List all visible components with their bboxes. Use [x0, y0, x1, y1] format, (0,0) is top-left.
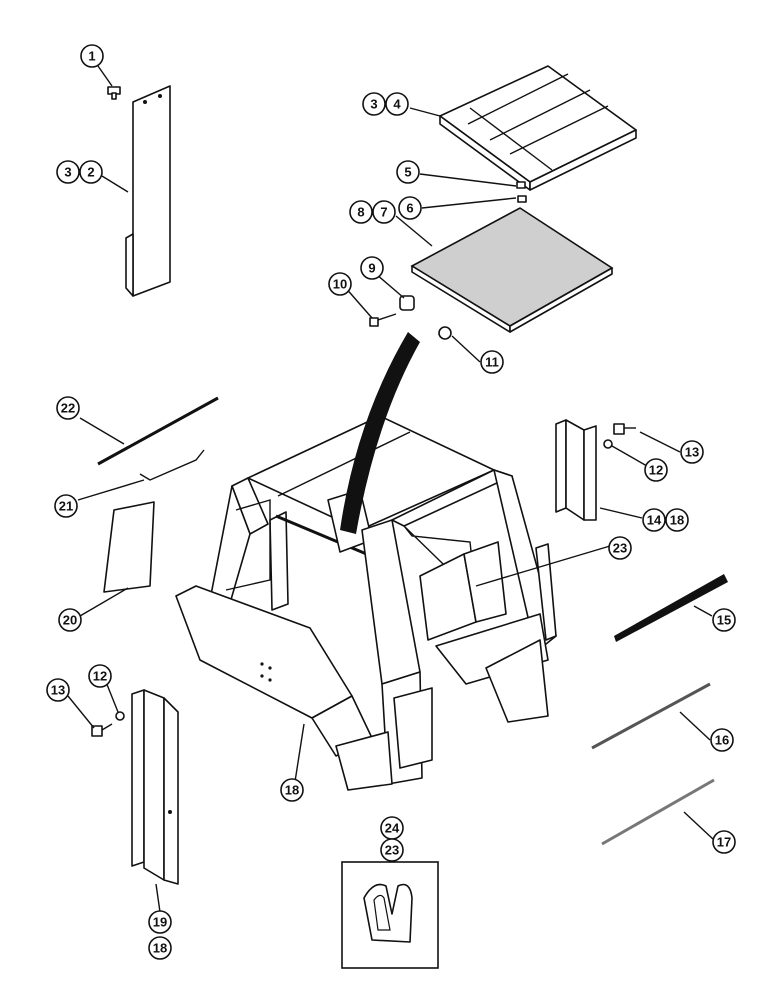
part-15-seal-strip: [614, 574, 728, 642]
part-13-bolt-left: [91, 723, 113, 737]
callout-15: 15: [712, 608, 736, 632]
part-2-side-panel: [125, 85, 171, 297]
leader-lines: [67, 65, 715, 913]
part-20-window-seal: [103, 501, 155, 593]
callout-14: 14: [642, 508, 666, 532]
part-10-bolt: [369, 313, 397, 327]
svg-text:20: 20: [63, 613, 77, 628]
callout-8: 8: [349, 200, 373, 224]
callout-17: 17: [712, 830, 736, 854]
svg-text:5: 5: [404, 165, 411, 180]
svg-text:21: 21: [59, 499, 73, 514]
svg-text:1: 1: [88, 49, 95, 64]
callout-18-right: 18: [665, 508, 689, 532]
svg-text:14: 14: [647, 513, 662, 528]
part-1-screw: [107, 86, 121, 100]
callout-3-roof: 3: [362, 92, 386, 116]
callout-13-right: 13: [680, 440, 704, 464]
svg-text:10: 10: [333, 277, 347, 292]
part-6-screw: [517, 195, 527, 203]
callout-18-left: 18: [148, 936, 172, 960]
svg-text:12: 12: [93, 669, 107, 684]
part-12-washer-left: [115, 711, 125, 721]
svg-text:2: 2: [87, 165, 94, 180]
callout-11: 11: [480, 350, 504, 374]
svg-text:19: 19: [153, 915, 167, 930]
part-18-cab-body: [175, 415, 557, 791]
callout-13-left: 13: [46, 678, 70, 702]
callout-22: 22: [56, 396, 80, 420]
part-22-rod: [97, 396, 219, 466]
svg-text:23: 23: [385, 843, 399, 858]
svg-text:18: 18: [153, 941, 167, 956]
callout-21: 21: [54, 494, 78, 518]
svg-text:12: 12: [649, 463, 663, 478]
svg-text:9: 9: [368, 261, 375, 276]
svg-text:11: 11: [485, 355, 499, 370]
svg-text:3: 3: [64, 165, 71, 180]
svg-text:16: 16: [715, 733, 729, 748]
part-11-nut: [438, 326, 452, 340]
svg-text:3: 3: [370, 97, 377, 112]
part-13-bolt-right: [613, 423, 636, 435]
part-16-rod: [591, 682, 711, 750]
callout-23-inset: 23: [380, 838, 404, 862]
roof-seal-strip: [340, 332, 420, 534]
svg-text:18: 18: [285, 783, 299, 798]
svg-text:17: 17: [717, 835, 731, 850]
callout-16: 16: [710, 728, 734, 752]
callout-20: 20: [58, 608, 82, 632]
svg-text:22: 22: [61, 401, 75, 416]
svg-text:13: 13: [51, 683, 65, 698]
callout-12-left: 12: [88, 664, 112, 688]
svg-text:23: 23: [613, 541, 627, 556]
svg-text:7: 7: [380, 205, 387, 220]
part-19-left-pillar: [131, 689, 179, 885]
callout-24: 24: [380, 816, 404, 840]
part-21-bent-rod: [139, 449, 205, 481]
callout-10: 10: [328, 272, 352, 296]
callout-18-cab: 18: [280, 778, 304, 802]
part-7-filter-pad: [410, 207, 614, 333]
callout-9: 9: [360, 256, 384, 280]
svg-text:4: 4: [393, 97, 401, 112]
svg-text:8: 8: [357, 205, 364, 220]
svg-text:13: 13: [685, 445, 699, 460]
part-14-right-pillar: [555, 419, 597, 521]
callout-2: 2: [79, 160, 103, 184]
part-17-rod: [601, 778, 715, 846]
part-4-roof-frame: [439, 65, 637, 191]
callout-3-panel: 3: [56, 160, 80, 184]
svg-text:18: 18: [670, 513, 684, 528]
svg-text:15: 15: [717, 613, 731, 628]
callout-6: 6: [398, 196, 422, 220]
svg-text:6: 6: [406, 201, 413, 216]
callout-7: 7: [372, 200, 396, 224]
callout-23-cab: 23: [608, 536, 632, 560]
callout-19: 19: [148, 910, 172, 934]
callout-4: 4: [385, 92, 409, 116]
callout-5: 5: [396, 160, 420, 184]
part-24-edge-seal-inset: [341, 861, 439, 969]
callout-1: 1: [80, 44, 104, 68]
part-9-spacer: [399, 295, 415, 311]
callout-12-right: 12: [644, 458, 668, 482]
svg-text:24: 24: [385, 821, 400, 836]
part-5-clip: [516, 181, 526, 189]
part-12-washer-right: [603, 439, 613, 449]
